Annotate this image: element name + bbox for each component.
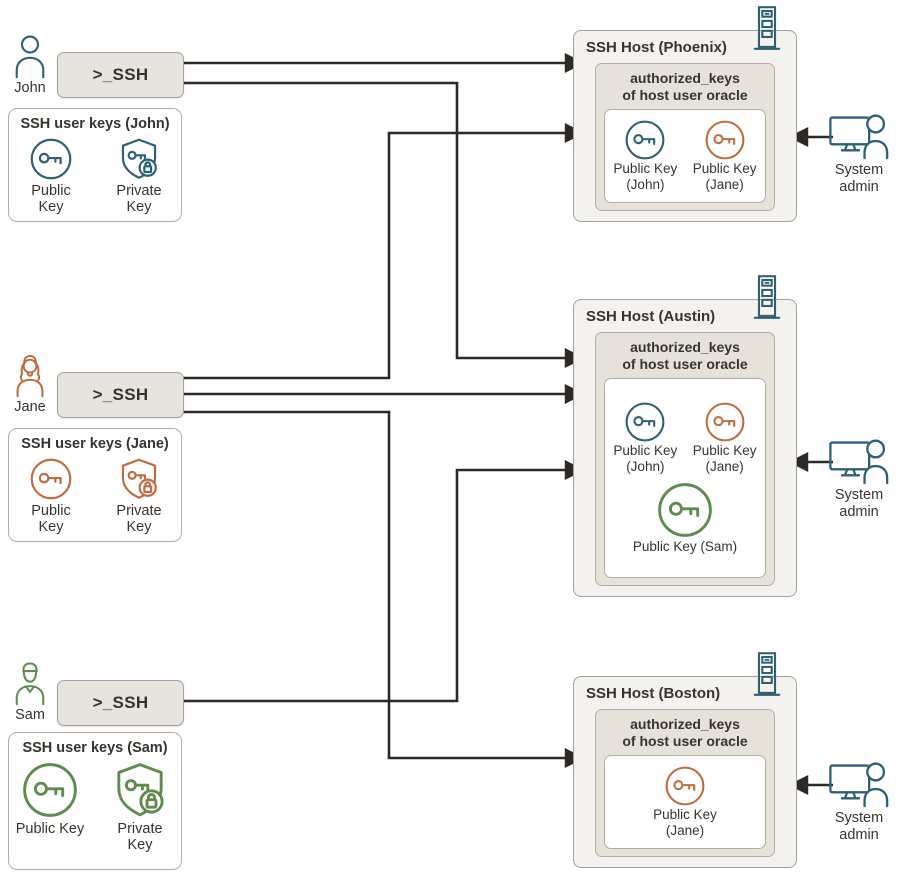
- connector-sam-to-austin: [182, 460, 585, 703]
- john-ssh-terminal-label: >_SSH: [92, 65, 149, 84]
- phoenix-authorized-keys-box: authorized_keys of host user oracle Publ…: [595, 63, 775, 211]
- private-key-icon: [117, 457, 161, 501]
- authorized-keys-line1: authorized_keys: [630, 716, 740, 732]
- public-key-icon: [29, 457, 73, 501]
- austin-public-key-sam-label: Public Key (Sam): [632, 539, 738, 555]
- sam-ssh-terminal: >_SSH: [57, 680, 184, 726]
- phoenix-public-key-jane: Public Key (Jane): [686, 119, 764, 193]
- austin-public-key-john: Public Key (John): [606, 401, 684, 475]
- user-john-name: John: [14, 80, 46, 96]
- austin-authorized-keys-title: authorized_keys of host user oracle: [604, 339, 766, 373]
- system-admin-icon: [827, 760, 891, 808]
- jane-private-key-label: Private Key: [116, 503, 162, 536]
- sam-private-key: Private Key: [104, 761, 176, 853]
- public-key-icon: [664, 765, 706, 807]
- boston-keys-list: Public Key (Jane): [604, 755, 766, 849]
- austin-public-key-john-label: Public Key (John): [613, 443, 678, 475]
- server-icon: [750, 5, 784, 51]
- system-admin-label: System admin: [834, 810, 884, 843]
- system-admin-icon: [827, 112, 891, 160]
- jane-user-keys-box: SSH user keys (Jane) Public Key Private …: [8, 428, 182, 542]
- ssh-host-phoenix-title: SSH Host (Phoenix): [586, 39, 727, 56]
- austin-public-key-jane: Public Key (Jane): [686, 401, 764, 475]
- john-user-keys-box: SSH user keys (John) Public Key Private …: [8, 108, 182, 222]
- ssh-host-austin: SSH Host (Austin) authorized_keys of hos…: [573, 299, 797, 597]
- sam-user-keys-title: SSH user keys (Sam): [22, 740, 168, 756]
- authorized-keys-line2: of host user oracle: [622, 87, 748, 104]
- authorized-keys-line1: authorized_keys: [630, 70, 740, 86]
- boston-public-key-jane: Public Key (Jane): [646, 765, 724, 839]
- phoenix-public-key-john-label: Public Key (John): [613, 161, 678, 193]
- user-jane-name: Jane: [14, 399, 46, 415]
- phoenix-public-key-jane-label: Public Key (Jane): [692, 161, 757, 193]
- jane-ssh-terminal-label: >_SSH: [92, 385, 149, 404]
- jane-public-key-label: Public Key: [31, 503, 71, 536]
- sam-private-key-label: Private Key: [117, 821, 163, 854]
- phoenix-public-key-john: Public Key (John): [606, 119, 684, 193]
- public-key-icon: [704, 401, 746, 443]
- user-sam-name: Sam: [15, 707, 45, 723]
- connector-john-to-austin: [182, 81, 585, 368]
- austin-public-key-sam: Public Key (Sam): [610, 481, 760, 555]
- authorized-keys-line1: authorized_keys: [630, 339, 740, 355]
- system-admin-austin: System admin: [818, 437, 900, 520]
- private-key-icon: [111, 761, 169, 819]
- public-key-icon: [624, 119, 666, 161]
- sam-public-key-label: Public Key: [15, 821, 85, 837]
- connector-jane-to-phoenix: [182, 123, 585, 380]
- boston-public-key-jane-label: Public Key (Jane): [653, 807, 717, 839]
- john-user-keys-title: SSH user keys (John): [20, 116, 170, 132]
- boston-authorized-keys-title: authorized_keys of host user oracle: [604, 716, 766, 750]
- user-sam-icon: [10, 660, 50, 706]
- boston-authorized-keys-box: authorized_keys of host user oracle Publ…: [595, 709, 775, 857]
- public-key-icon: [656, 481, 714, 539]
- system-admin-phoenix: System admin: [818, 112, 900, 195]
- sam-public-key: Public Key: [14, 761, 86, 853]
- system-admin-boston: System admin: [818, 760, 900, 843]
- austin-keys-list: Public Key (John) Public Key (Jane) Publ…: [604, 378, 766, 578]
- john-private-key-label: Private Key: [116, 183, 162, 216]
- public-key-icon: [21, 761, 79, 819]
- jane-public-key: Public Key: [19, 457, 83, 535]
- john-ssh-terminal: >_SSH: [57, 52, 184, 98]
- system-admin-label: System admin: [834, 487, 884, 520]
- john-public-key: Public Key: [19, 137, 83, 215]
- public-key-icon: [624, 401, 666, 443]
- user-jane-icon: [10, 352, 50, 398]
- jane-user-keys-title: SSH user keys (Jane): [21, 436, 169, 452]
- phoenix-keys-list: Public Key (John) Public Key (Jane): [604, 109, 766, 203]
- authorized-keys-line2: of host user oracle: [622, 356, 748, 373]
- user-jane: Jane: [2, 352, 58, 415]
- public-key-icon: [29, 137, 73, 181]
- ssh-host-boston-title: SSH Host (Boston): [586, 685, 721, 702]
- sam-user-keys-box: SSH user keys (Sam) Public Key Private K…: [8, 732, 182, 870]
- authorized-keys-line2: of host user oracle: [622, 733, 748, 750]
- sam-ssh-terminal-label: >_SSH: [92, 693, 149, 712]
- austin-authorized-keys-box: authorized_keys of host user oracle Publ…: [595, 332, 775, 586]
- ssh-host-phoenix: SSH Host (Phoenix) authorized_keys of ho…: [573, 30, 797, 222]
- server-icon: [750, 651, 784, 697]
- ssh-host-austin-title: SSH Host (Austin): [586, 308, 716, 325]
- john-public-key-label: Public Key: [31, 183, 71, 216]
- system-admin-icon: [827, 437, 891, 485]
- public-key-icon: [704, 119, 746, 161]
- user-john-icon: [10, 33, 50, 79]
- ssh-host-boston: SSH Host (Boston) authorized_keys of hos…: [573, 676, 797, 868]
- jane-ssh-terminal: >_SSH: [57, 372, 184, 418]
- user-john: John: [2, 33, 58, 96]
- austin-public-key-jane-label: Public Key (Jane): [692, 443, 757, 475]
- connector-jane-to-boston: [182, 410, 585, 768]
- system-admin-label: System admin: [834, 162, 884, 195]
- phoenix-authorized-keys-title: authorized_keys of host user oracle: [604, 70, 766, 104]
- jane-private-key: Private Key: [107, 457, 171, 535]
- user-sam: Sam: [2, 660, 58, 723]
- private-key-icon: [117, 137, 161, 181]
- john-private-key: Private Key: [107, 137, 171, 215]
- server-icon: [750, 274, 784, 320]
